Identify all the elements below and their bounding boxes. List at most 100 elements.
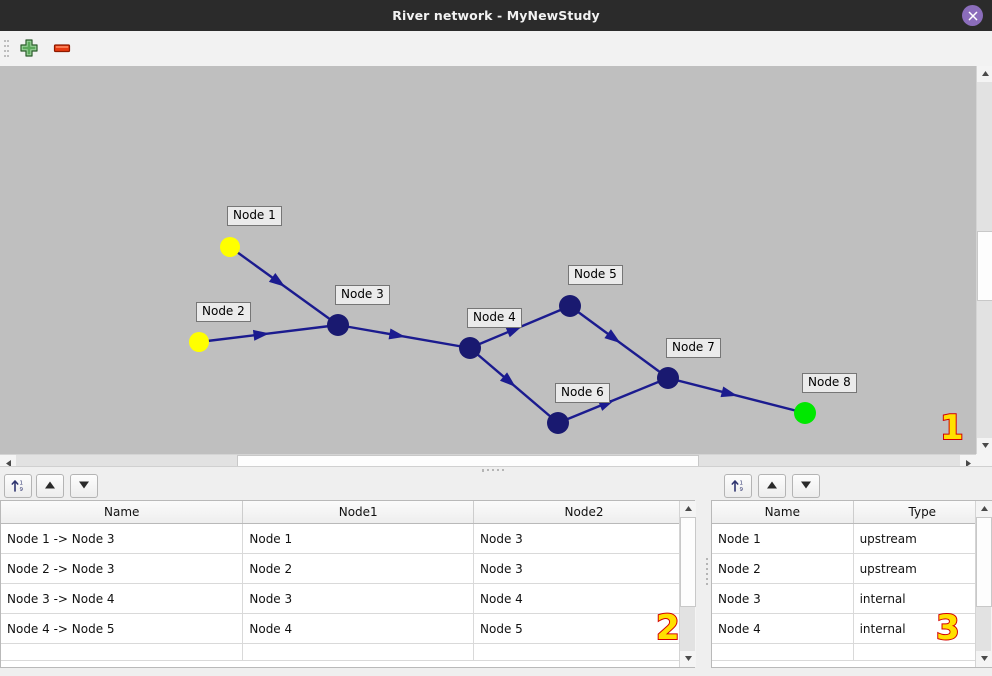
table-cell[interactable]: Node 2 xyxy=(712,553,854,584)
graph-scroll-up-button[interactable] xyxy=(977,66,992,82)
table-cell[interactable]: Node 1 xyxy=(242,523,475,554)
graph-edge-arrow xyxy=(720,386,738,398)
title-bar: River network - MyNewStudy xyxy=(0,0,992,32)
table-row-empty xyxy=(712,643,991,661)
graph-node-label-node-8[interactable]: Node 8 xyxy=(802,373,857,393)
table-cell[interactable]: Node 4 -> Node 5 xyxy=(1,613,244,644)
graph-node-label-node-1[interactable]: Node 1 xyxy=(227,206,282,226)
graph-scroll-down-button[interactable] xyxy=(977,438,992,454)
graph-node-label-node-2[interactable]: Node 2 xyxy=(196,302,251,322)
toolbar-grip[interactable] xyxy=(4,40,9,58)
table-cell[interactable]: Node 3 xyxy=(473,523,694,554)
table-cell-empty xyxy=(473,643,694,661)
vertical-splitter-grip xyxy=(706,558,708,588)
vertical-splitter[interactable] xyxy=(703,472,711,676)
graph-node-label-node-5[interactable]: Node 5 xyxy=(568,265,623,285)
reaches-vscroll-thumb[interactable] xyxy=(680,517,696,607)
svg-text:1: 1 xyxy=(20,481,24,487)
svg-text:9: 9 xyxy=(20,487,24,493)
nodes-sort-icon[interactable]: 1 9 xyxy=(724,474,752,498)
reaches-toolbar: 1 9 xyxy=(0,472,703,500)
table-cell[interactable]: Node 1 xyxy=(712,523,854,554)
network-graph-canvas[interactable]: Node 1 Node 2 Node 3 Node 4 Node 5 Node 6 Node… xyxy=(0,66,976,454)
table-cell[interactable]: upstream xyxy=(853,523,991,554)
graph-node-node-4[interactable] xyxy=(459,337,481,359)
network-graph-svg xyxy=(189,237,816,434)
reaches-vertical-scrollbar[interactable] xyxy=(679,501,696,667)
reaches-sort-icon[interactable]: 1 9 xyxy=(4,474,32,498)
table-cell-empty xyxy=(1,643,244,661)
delete-node-icon[interactable] xyxy=(51,37,75,61)
graph-node-node-1[interactable] xyxy=(220,237,240,257)
graph-node-label-node-3[interactable]: Node 3 xyxy=(335,285,390,305)
table-cell[interactable]: Node 4 xyxy=(712,613,854,644)
add-node-icon[interactable] xyxy=(18,37,42,61)
callout-number-3: 3 xyxy=(935,607,961,649)
graph-edge-arrow xyxy=(388,328,406,340)
column-header-node1[interactable]: Node1 xyxy=(242,501,475,524)
graph-node-label-node-7[interactable]: Node 7 xyxy=(666,338,721,358)
graph-node-node-3[interactable] xyxy=(327,314,349,336)
table-cell[interactable]: internal xyxy=(853,613,991,644)
table-cell[interactable]: Node 3 xyxy=(473,553,694,584)
column-header-name[interactable]: Name xyxy=(712,501,854,524)
nodes-vertical-scrollbar[interactable] xyxy=(975,501,992,667)
graph-node-node-7[interactable] xyxy=(657,367,679,389)
table-cell[interactable]: internal xyxy=(853,583,991,614)
graph-edge-arrow xyxy=(252,329,270,341)
reaches-move-up-icon[interactable] xyxy=(36,474,64,498)
nodes-scroll-up-button[interactable] xyxy=(976,501,992,517)
column-header-type[interactable]: Type xyxy=(853,501,991,524)
horizontal-splitter-grip xyxy=(482,469,510,473)
graph-node-node-8[interactable] xyxy=(794,402,816,424)
table-cell[interactable]: Node 3 xyxy=(242,583,475,614)
reaches-scroll-down-button[interactable] xyxy=(680,651,696,667)
nodes-move-up-icon[interactable] xyxy=(758,474,786,498)
window-title: River network - MyNewStudy xyxy=(392,8,600,23)
table-cell[interactable]: Node 4 xyxy=(242,613,475,644)
reaches-move-down-icon[interactable] xyxy=(70,474,98,498)
nodes-vscroll-thumb[interactable] xyxy=(976,517,992,607)
graph-node-node-2[interactable] xyxy=(189,332,209,352)
graph-node-label-node-6[interactable]: Node 6 xyxy=(555,383,610,403)
close-icon[interactable] xyxy=(962,5,983,26)
graph-node-node-6[interactable] xyxy=(547,412,569,434)
graph-node-node-5[interactable] xyxy=(559,295,581,317)
table-cell[interactable]: upstream xyxy=(853,553,991,584)
table-cell[interactable]: Node 5 xyxy=(473,613,694,644)
nodes-scroll-down-button[interactable] xyxy=(976,651,992,667)
callout-number-2: 2 xyxy=(655,607,681,649)
column-header-node2[interactable]: Node2 xyxy=(473,501,694,524)
nodes-move-down-icon[interactable] xyxy=(792,474,820,498)
graph-node-label-node-4[interactable]: Node 4 xyxy=(467,308,522,328)
column-header-name[interactable]: Name xyxy=(1,501,244,524)
graph-vscroll-thumb[interactable] xyxy=(977,231,992,301)
table-cell[interactable]: Node 2 -> Node 3 xyxy=(1,553,244,584)
table-cell[interactable]: Node 4 xyxy=(473,583,694,614)
graph-vertical-scrollbar[interactable] xyxy=(976,66,992,454)
table-cell[interactable]: Node 1 -> Node 3 xyxy=(1,523,244,554)
table-cell[interactable]: Node 2 xyxy=(242,553,475,584)
main-toolbar xyxy=(0,31,992,67)
table-cell[interactable]: Node 3 xyxy=(712,583,854,614)
table-cell[interactable]: Node 3 -> Node 4 xyxy=(1,583,244,614)
graph-edge-arrow xyxy=(604,329,621,344)
table-cell-empty xyxy=(853,643,991,661)
reaches-scroll-up-button[interactable] xyxy=(680,501,696,517)
